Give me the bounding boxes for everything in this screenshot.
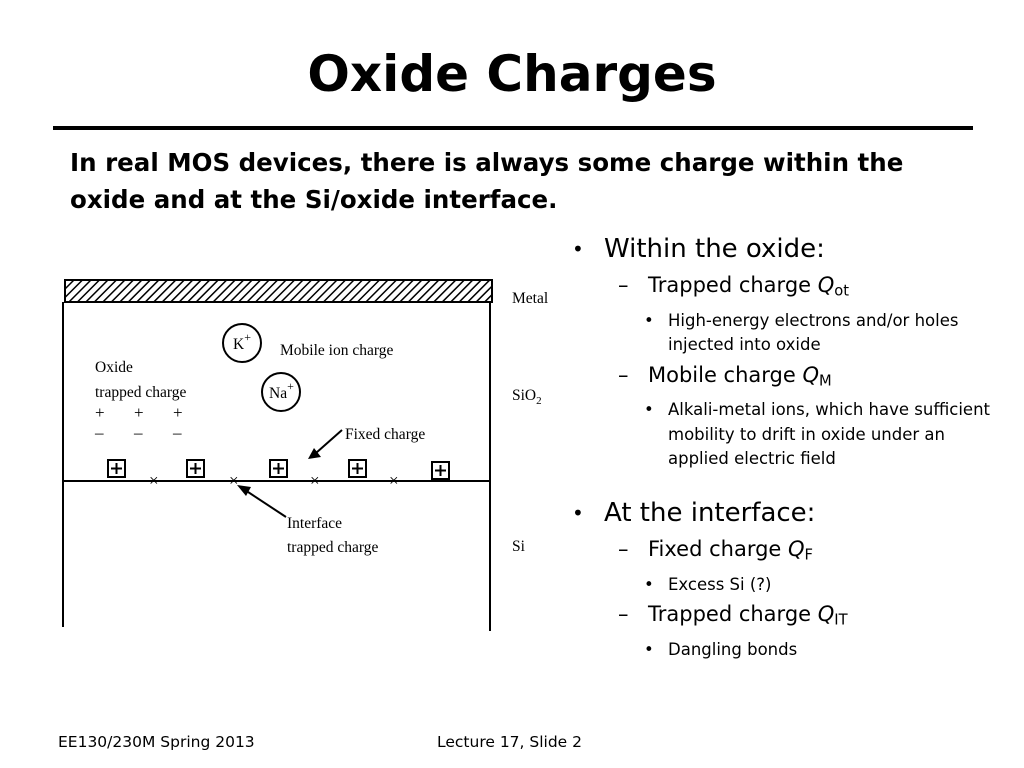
interface-charge-arrow — [244, 489, 287, 518]
bullet-marker: • — [572, 500, 584, 525]
fixed-charge-label: Fixed charge — [345, 426, 425, 443]
sub-bullet-text: Fixed charge — [648, 536, 789, 561]
fixed-charge-box — [348, 459, 367, 478]
dash-marker: – — [618, 362, 629, 387]
sub-bullet-text: Trapped charge — [648, 602, 818, 627]
interface-label-line2: trapped charge — [287, 539, 378, 556]
interface-cross: × — [310, 471, 320, 490]
charge-symbol: Q — [802, 362, 820, 387]
trapped-minus: – — [94, 423, 104, 442]
trapped-plus: + — [95, 403, 105, 422]
sub-bullet-text: Trapped charge — [648, 273, 818, 297]
fixed-charge-box — [269, 459, 288, 478]
charge-symbol: Q — [817, 602, 835, 627]
bullet-marker: • — [644, 310, 654, 330]
diagram-svg: Metal SiO2 Si K+ Na+ Mobile ion charge O… — [62, 279, 548, 631]
fixed-charge-box — [107, 459, 126, 478]
trapped-minus: – — [133, 423, 143, 442]
detail-text: Dangling bonds — [668, 639, 798, 659]
sub-bullet-trapped-charge: – Trapped charge Qot — [560, 268, 1000, 309]
slide-title: Oxide Charges — [307, 45, 717, 103]
intro-text: In real MOS devices, there is always som… — [70, 148, 904, 214]
bullet-spacer — [560, 472, 1000, 494]
bullet-marker: • — [572, 237, 584, 261]
detail-interface-trapped-charge: • Dangling bonds — [560, 638, 1000, 663]
fixed-charge-arrowhead — [308, 448, 321, 459]
bullet-marker: • — [644, 400, 654, 420]
dash-marker: – — [618, 602, 629, 627]
dash-marker: – — [618, 536, 629, 561]
fixed-charge-arrow — [315, 429, 343, 454]
oxide-trapped-label-line1: Oxide — [95, 359, 133, 376]
detail-mobile-charge: • Alkali-metal ions, which have sufficie… — [560, 398, 1000, 472]
trapped-plus: + — [134, 403, 144, 422]
charge-symbol: Q — [788, 536, 805, 561]
mos-oxide-charge-diagram: Metal SiO2 Si K+ Na+ Mobile ion charge O… — [40, 245, 570, 635]
detail-text: High-energy electrons and/or holes injec… — [668, 310, 959, 355]
detail-text: Alkali-metal ions, which have sufficient… — [668, 400, 991, 469]
charge-subscript: IT — [834, 611, 848, 629]
detail-fixed-charge: • Excess Si (?) — [560, 573, 1000, 598]
charge-symbol: Q — [817, 273, 835, 297]
bullet-heading: Within the oxide: — [604, 234, 825, 264]
fixed-charge-box — [431, 461, 450, 480]
silicon-label: Si — [512, 538, 526, 555]
k-ion-circle — [222, 323, 262, 363]
k-ion-label: K+ — [233, 330, 251, 353]
trapped-minus: – — [172, 423, 182, 442]
metal-label: Metal — [512, 290, 548, 307]
detail-trapped-charge: • High-energy electrons and/or holes inj… — [560, 309, 1000, 358]
na-ion-label: Na+ — [269, 379, 294, 402]
bullet-marker: • — [644, 574, 654, 594]
interface-charge-arrowhead — [237, 485, 251, 496]
mobile-ion-label: Mobile ion charge — [280, 342, 393, 359]
oxide-trapped-label-line2: trapped charge — [95, 384, 186, 401]
bullet-heading: At the interface: — [604, 497, 816, 528]
sub-bullet-text: Mobile charge — [648, 362, 803, 387]
title-divider — [53, 126, 973, 130]
na-ion-circle — [261, 372, 301, 412]
trapped-plus: + — [173, 403, 183, 422]
fixed-charge-box — [186, 459, 205, 478]
interface-cross: × — [149, 471, 159, 490]
interface-label-line1: Interface — [287, 515, 342, 532]
detail-text: Excess Si (?) — [668, 574, 772, 594]
bullet-list: • Within the oxide: – Trapped charge Qot… — [560, 230, 1000, 662]
metal-layer — [64, 279, 493, 303]
dash-marker: – — [618, 273, 629, 297]
charge-subscript: M — [819, 372, 832, 390]
charge-subscript: F — [804, 546, 813, 564]
bullet-at-interface: • At the interface: — [560, 494, 1000, 532]
bullet-within-oxide: • Within the oxide: — [560, 230, 1000, 268]
footer-course: EE130/230M Spring 2013 — [58, 733, 255, 751]
bullet-marker: • — [644, 639, 654, 659]
interface-cross: × — [229, 471, 239, 490]
footer-slide-number: Lecture 17, Slide 2 — [437, 733, 583, 751]
charge-subscript: ot — [834, 282, 850, 300]
sub-bullet-fixed-charge: – Fixed charge QF — [560, 532, 1000, 573]
sub-bullet-interface-trapped-charge: – Trapped charge QIT — [560, 597, 1000, 638]
sub-bullet-mobile-charge: – Mobile charge QM — [560, 358, 1000, 399]
oxide-label: SiO2 — [512, 387, 542, 407]
interface-cross: × — [389, 471, 399, 490]
